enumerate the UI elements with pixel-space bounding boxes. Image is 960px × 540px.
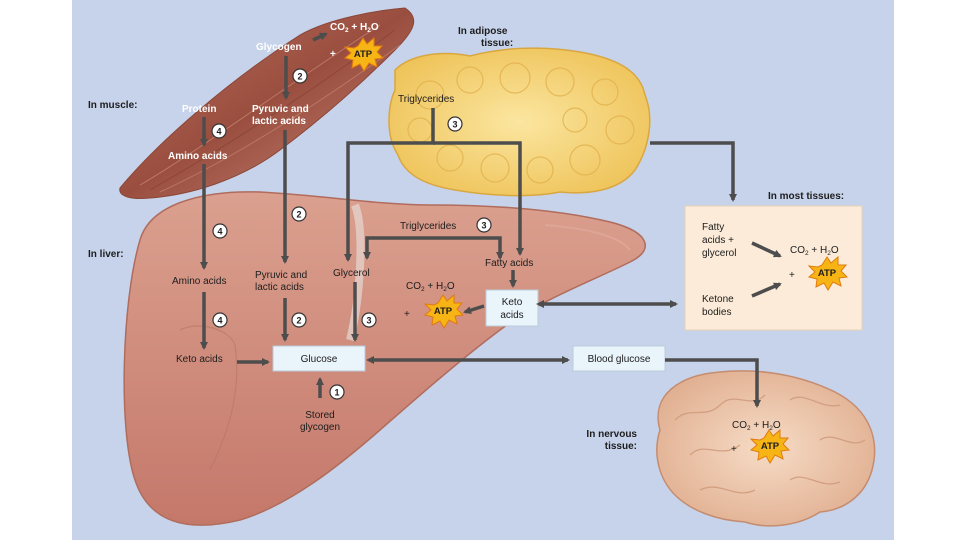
- step-badge: 3: [476, 217, 492, 233]
- liver-plus-label: +: [404, 309, 410, 320]
- step-badge: 3: [361, 312, 377, 328]
- region-label-adipose-line1: In adipose: [458, 26, 508, 37]
- liver-pyruvic-line2: lactic acids: [255, 282, 304, 293]
- step-badge: 4: [212, 223, 228, 239]
- tissues-ketone-line2: bodies: [702, 307, 731, 318]
- brain-plus-label: +: [731, 444, 737, 455]
- tissues-co2-h2o-label: CO2 + H2O: [790, 245, 839, 257]
- tissues-fatty-line1: Fatty: [702, 222, 724, 233]
- step-badge: 2: [291, 206, 307, 222]
- arrow-keto-to-co2: [463, 304, 485, 315]
- adipose-illustration: [388, 47, 651, 197]
- liver-triglycerides-label: Triglycerides: [400, 221, 456, 232]
- atp-star-muscle: [343, 36, 385, 72]
- adipose-triglycerides-label: Triglycerides: [398, 94, 454, 105]
- svg-text:3: 3: [452, 120, 457, 130]
- arrow-fatty-glycerol-to-co2: [751, 241, 782, 258]
- liver-pyruvic-line1: Pyruvic and: [255, 270, 307, 281]
- tissues-fatty-line3: glycerol: [702, 248, 736, 259]
- region-label-liver: In liver:: [88, 249, 124, 260]
- liver-amino-acids-label: Amino acids: [172, 276, 226, 287]
- muscle-pyruvic-line1: Pyruvic and: [252, 104, 309, 115]
- svg-text:2: 2: [297, 72, 302, 82]
- region-label-nervous-line2: tissue:: [605, 441, 637, 452]
- svg-text:2: 2: [296, 210, 301, 220]
- arrow-ketone-to-co2: [751, 282, 782, 298]
- brain-atp-label: ATP: [761, 441, 780, 452]
- blood-glucose-label: Blood glucose: [588, 354, 651, 365]
- liver-keto-acids-label: Keto acids: [176, 354, 223, 365]
- step-badge: 4: [211, 123, 227, 139]
- region-label-nervous-line1: In nervous: [586, 429, 637, 440]
- tissues-ketone-line1: Ketone: [702, 294, 734, 305]
- muscle-atp-label: ATP: [354, 49, 373, 60]
- arrow-adipose-to-most-tissues: [650, 141, 737, 202]
- pathway-arrows: [200, 32, 782, 408]
- svg-text:3: 3: [481, 221, 486, 231]
- atp-star-liver: [423, 293, 465, 329]
- keto-acids-box-line1: Keto: [502, 297, 523, 308]
- region-label-adipose-line2: tissue:: [481, 38, 513, 49]
- svg-text:1: 1: [334, 388, 339, 398]
- svg-text:2: 2: [296, 316, 301, 326]
- stored-glycogen-line1: Stored: [305, 410, 334, 421]
- keto-acids-box: [485, 289, 539, 327]
- step-badge: 4: [212, 312, 228, 328]
- muscle-plus-label: +: [330, 49, 336, 60]
- glucose-label: Glucose: [301, 354, 338, 365]
- arrow-liver-trig-to-fatty: [475, 236, 504, 260]
- svg-text:4: 4: [216, 127, 221, 137]
- region-label-muscle: In muscle:: [88, 100, 137, 111]
- arrow-liver-trig-to-glycerol: [363, 236, 475, 260]
- keto-acids-box-line2: acids: [500, 310, 523, 321]
- arrow-adipose-to-fatty-acids: [433, 141, 524, 256]
- arrow-adipose-to-glycerol: [344, 108, 435, 262]
- step-badges: 2 4 3 2 4 3 4 2 3 1: [211, 68, 492, 400]
- svg-text:4: 4: [217, 227, 222, 237]
- tissues-fatty-line2: acids +: [702, 235, 734, 246]
- blood-glucose-box: [572, 345, 666, 372]
- tissues-plus-label: +: [789, 270, 795, 281]
- glucose-box: [272, 345, 366, 372]
- muscle-protein-label: Protein: [182, 104, 216, 115]
- stored-glycogen-line2: glycogen: [300, 422, 340, 433]
- brain-co2-h2o-label: CO2 + H2O: [732, 420, 781, 432]
- step-badge: 3: [447, 116, 463, 132]
- muscle-pyruvic-line2: lactic acids: [252, 116, 306, 127]
- atp-star-tissues: [807, 255, 849, 291]
- tissues-atp-label: ATP: [818, 268, 837, 279]
- liver-fatty-acids-label: Fatty acids: [485, 258, 533, 269]
- muscle-co2-h2o-label: CO2 + H2O: [330, 22, 379, 34]
- liver-glycerol-label: Glycerol: [333, 268, 370, 279]
- liver-atp-label: ATP: [434, 306, 453, 317]
- step-badge: 1: [329, 384, 345, 400]
- svg-text:3: 3: [366, 316, 371, 326]
- liver-co2-h2o-label: CO2 + H2O: [406, 281, 455, 293]
- step-badge: 2: [292, 68, 308, 84]
- arrow-glycogen-to-co2: [312, 32, 328, 42]
- svg-text:4: 4: [217, 316, 222, 326]
- step-badge: 2: [291, 312, 307, 328]
- muscle-glycogen-label: Glycogen: [256, 42, 302, 53]
- arrow-blood-glucose-to-brain: [665, 358, 761, 408]
- muscle-illustration: [119, 7, 415, 199]
- region-label-most-tissues: In most tissues:: [768, 191, 844, 202]
- muscle-amino-acids-label: Amino acids: [168, 151, 228, 162]
- atp-star-brain: [749, 428, 791, 464]
